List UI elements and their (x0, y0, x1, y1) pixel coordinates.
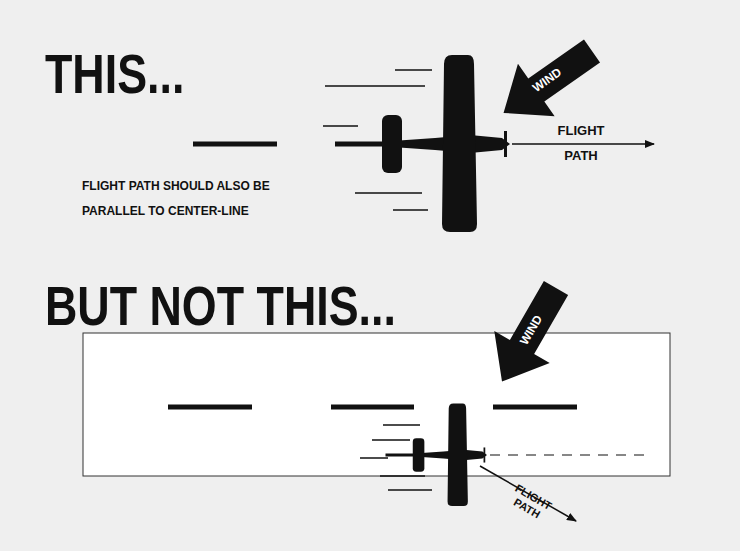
runway (83, 333, 670, 476)
airplane (335, 55, 510, 232)
heading-line (490, 454, 650, 455)
airplane (386, 403, 488, 506)
heading: THIS... (45, 44, 184, 104)
flight-path-arrow (512, 143, 654, 145)
wind-arrow (485, 25, 610, 139)
center-line-dashes (168, 405, 577, 410)
note: FLIGHT PATH SHOULD ALSO BE PARALLEL TO C… (82, 174, 307, 224)
wind-arrow (474, 272, 583, 398)
center-line-dash (193, 142, 277, 147)
flight-path-label: FLIGHT PATH (551, 118, 611, 168)
heading: BUT NOT THIS... (45, 276, 396, 336)
flight-path-label: FLIGHT PATH (502, 479, 558, 527)
